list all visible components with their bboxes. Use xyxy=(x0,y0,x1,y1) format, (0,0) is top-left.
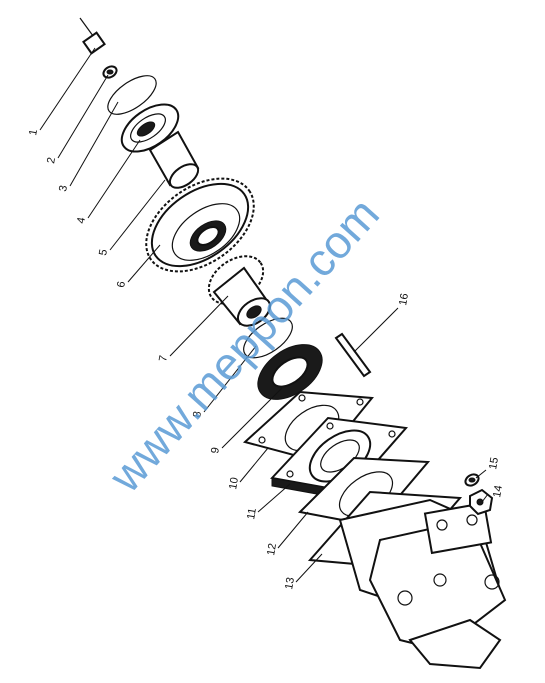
callout-7: 7 xyxy=(157,354,170,362)
washer-small-part xyxy=(464,473,480,487)
large-gear-part xyxy=(145,177,255,273)
shaft-part xyxy=(148,130,200,189)
callout-14: 14 xyxy=(491,484,505,498)
callout-10: 10 xyxy=(227,476,241,490)
callout-16: 16 xyxy=(397,292,411,306)
callout-labels: 1 2 3 4 5 6 7 8 9 10 11 12 13 14 15 16 xyxy=(27,128,505,590)
callout-6: 6 xyxy=(115,280,128,288)
callout-1: 1 xyxy=(27,128,40,136)
callout-13: 13 xyxy=(283,576,297,590)
callout-12: 12 xyxy=(265,542,279,556)
pump-body-part xyxy=(307,490,507,670)
callout-2: 2 xyxy=(45,156,58,164)
callout-5: 5 xyxy=(97,248,110,256)
bolt-part xyxy=(79,17,106,55)
washer-part xyxy=(102,65,118,79)
callout-3: 3 xyxy=(57,184,70,192)
callout-15: 15 xyxy=(487,456,501,470)
nut-part xyxy=(469,488,494,516)
callout-8: 8 xyxy=(191,410,204,418)
oil-seal-part xyxy=(257,344,323,400)
retaining-ring-part xyxy=(243,317,293,359)
dowel-pin-part xyxy=(334,332,372,378)
small-gear-part xyxy=(207,255,272,327)
callout-9: 9 xyxy=(209,446,222,454)
callout-4: 4 xyxy=(75,216,88,224)
leader-lines xyxy=(39,47,489,583)
snap-ring-part xyxy=(107,75,157,115)
callout-11: 11 xyxy=(245,507,259,520)
